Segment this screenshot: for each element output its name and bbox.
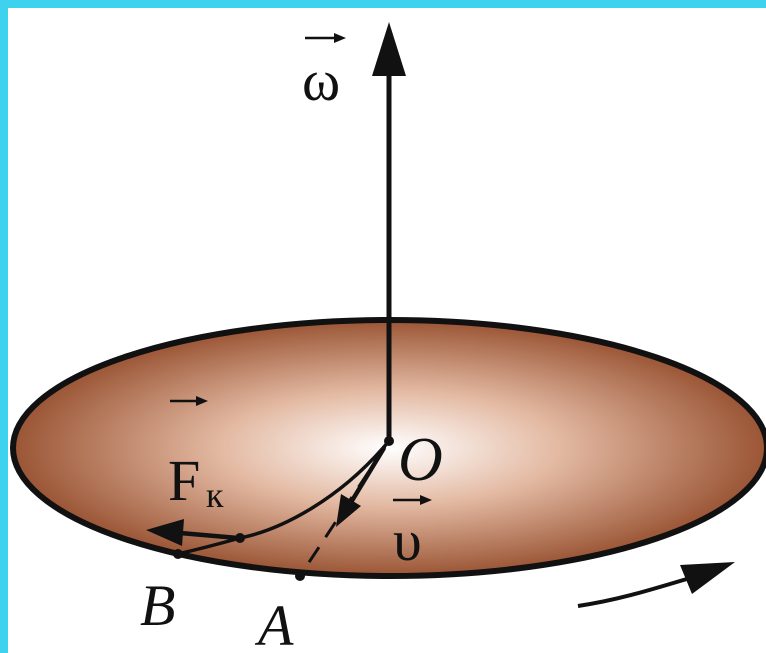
- trajectory-point: [235, 533, 245, 543]
- point-a-marker: [295, 571, 305, 581]
- point-b-marker: [173, 549, 183, 559]
- velocity-arrowhead: [336, 494, 361, 527]
- rotation-direction-arrowhead: [680, 562, 735, 594]
- point-b-label: B: [140, 573, 175, 638]
- coriolis-force-arrowhead: [146, 519, 184, 546]
- rotation-direction-arrow: [577, 576, 691, 608]
- omega-label: ω: [302, 48, 340, 113]
- center-label: O: [398, 426, 443, 494]
- coriolis-force-vector: [179, 530, 239, 541]
- velocity-label-arrowhead: [420, 495, 432, 505]
- point-a-label: A: [254, 593, 294, 653]
- curved-trajectory: [177, 439, 391, 556]
- force-label-arrowhead: [196, 396, 208, 406]
- velocity-label: υ: [393, 508, 422, 573]
- frame-left: [0, 0, 8, 653]
- omega-arrowhead: [372, 22, 406, 76]
- force-label-subscript: к: [206, 475, 224, 515]
- frame-top: [0, 0, 766, 8]
- velocity-vector: [348, 446, 386, 506]
- force-label: F: [168, 448, 200, 513]
- omega-label-arrowhead: [334, 33, 346, 43]
